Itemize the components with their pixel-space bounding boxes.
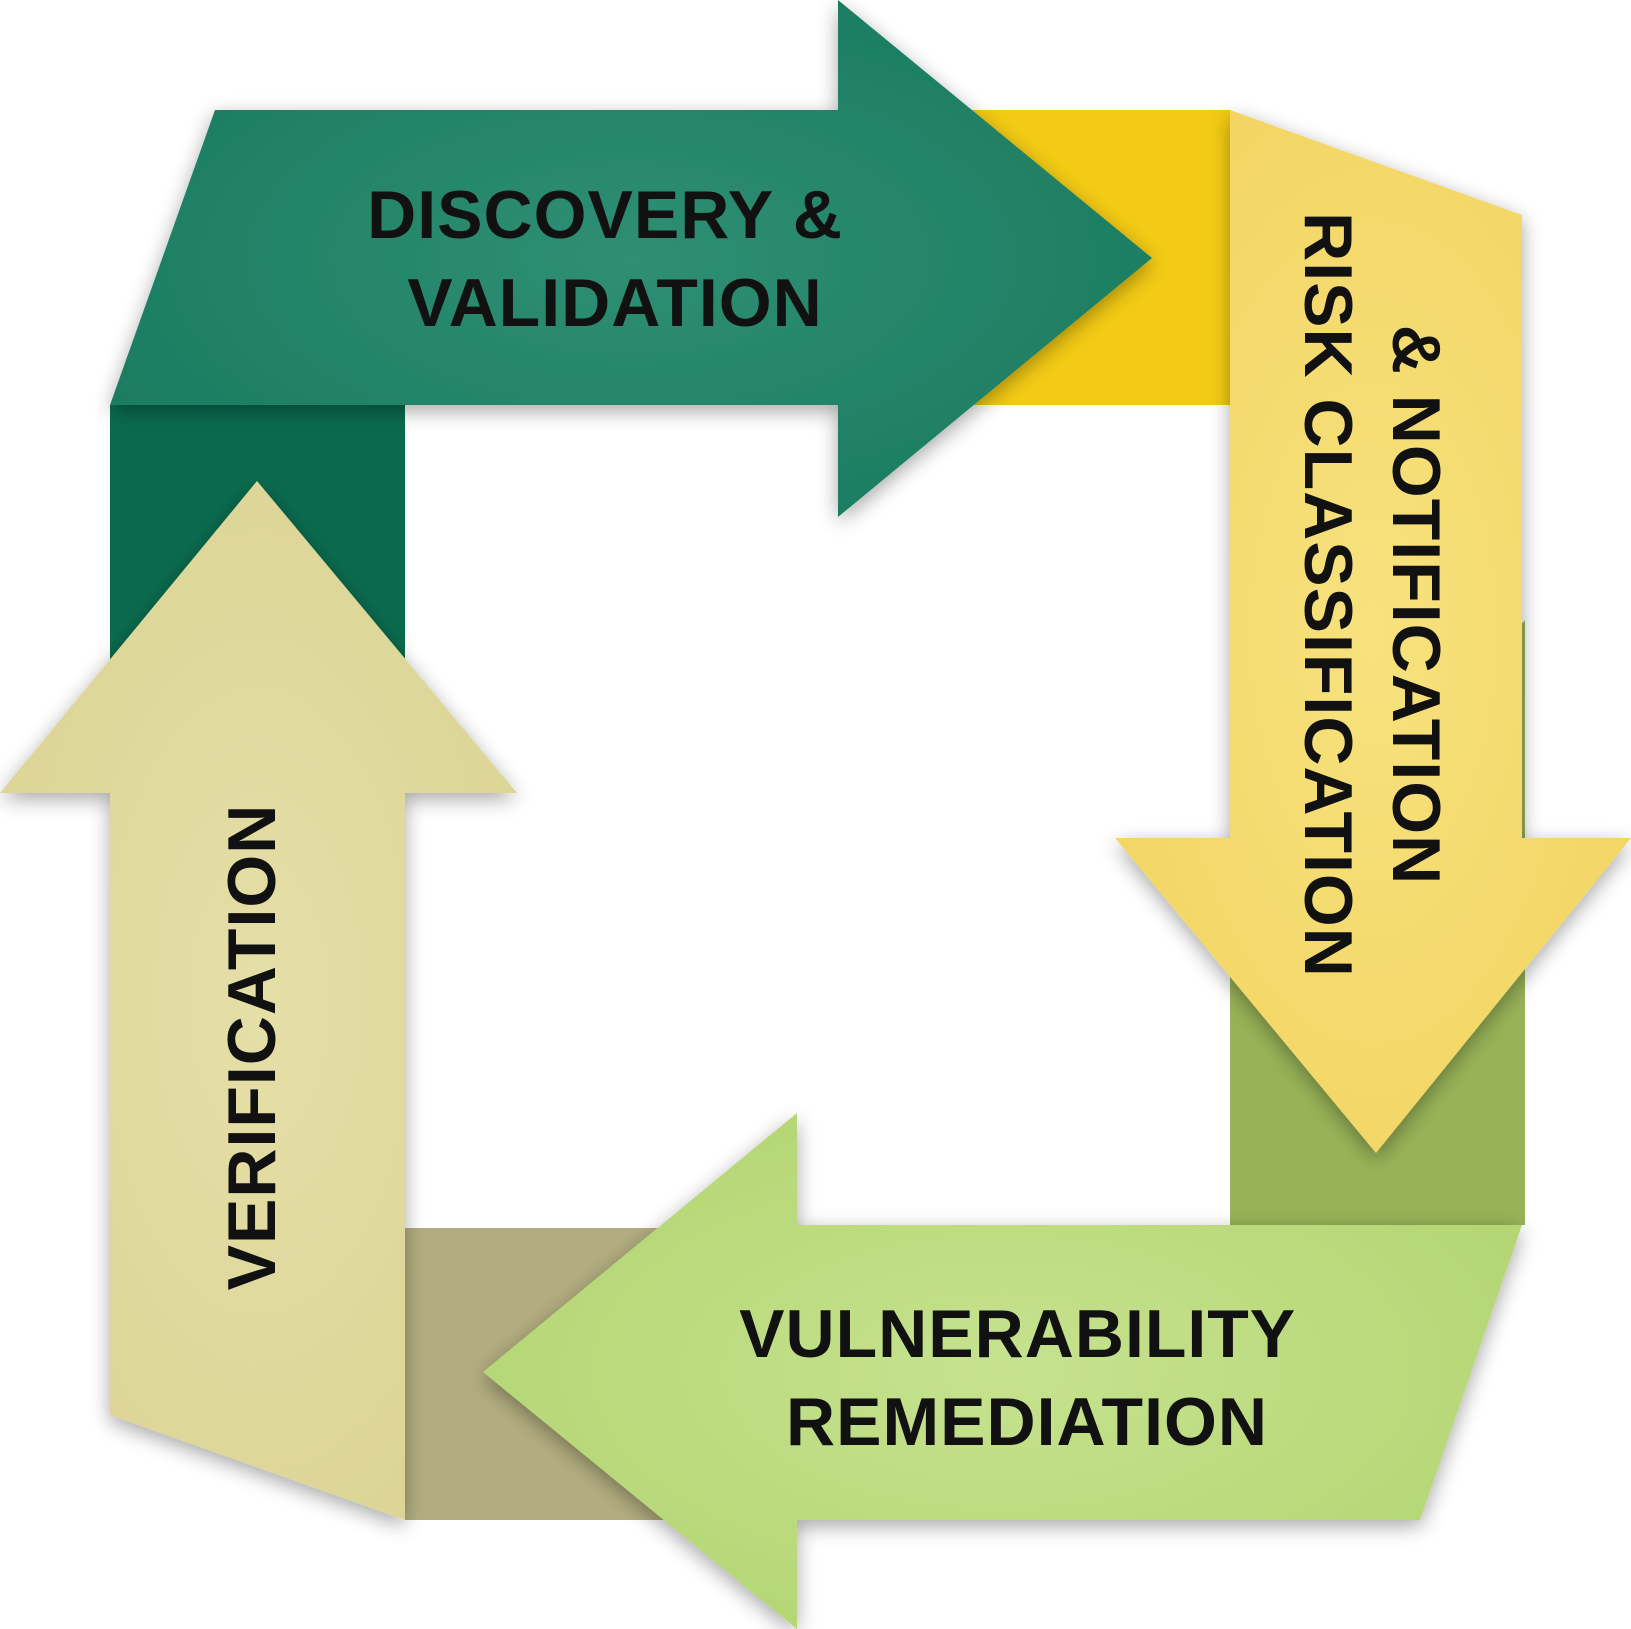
arrow-discovery <box>110 0 1152 517</box>
discovery-label: DISCOVERY & VALIDATION <box>367 177 863 341</box>
verification-label: VERIFICATION <box>214 804 290 1291</box>
arrow-verification <box>0 481 517 1520</box>
risk-label-group: RISK CLASSIFICATION & NOTIFICATION <box>1290 212 1454 998</box>
risk-label: RISK CLASSIFICATION & NOTIFICATION <box>1290 212 1454 998</box>
remediation-label: VULNERABILITY REMEDIATION <box>739 1296 1315 1460</box>
arrow-risk <box>1115 110 1631 1153</box>
verification-label-group: VERIFICATION <box>214 804 290 1291</box>
arrow-remediation <box>483 1113 1522 1629</box>
